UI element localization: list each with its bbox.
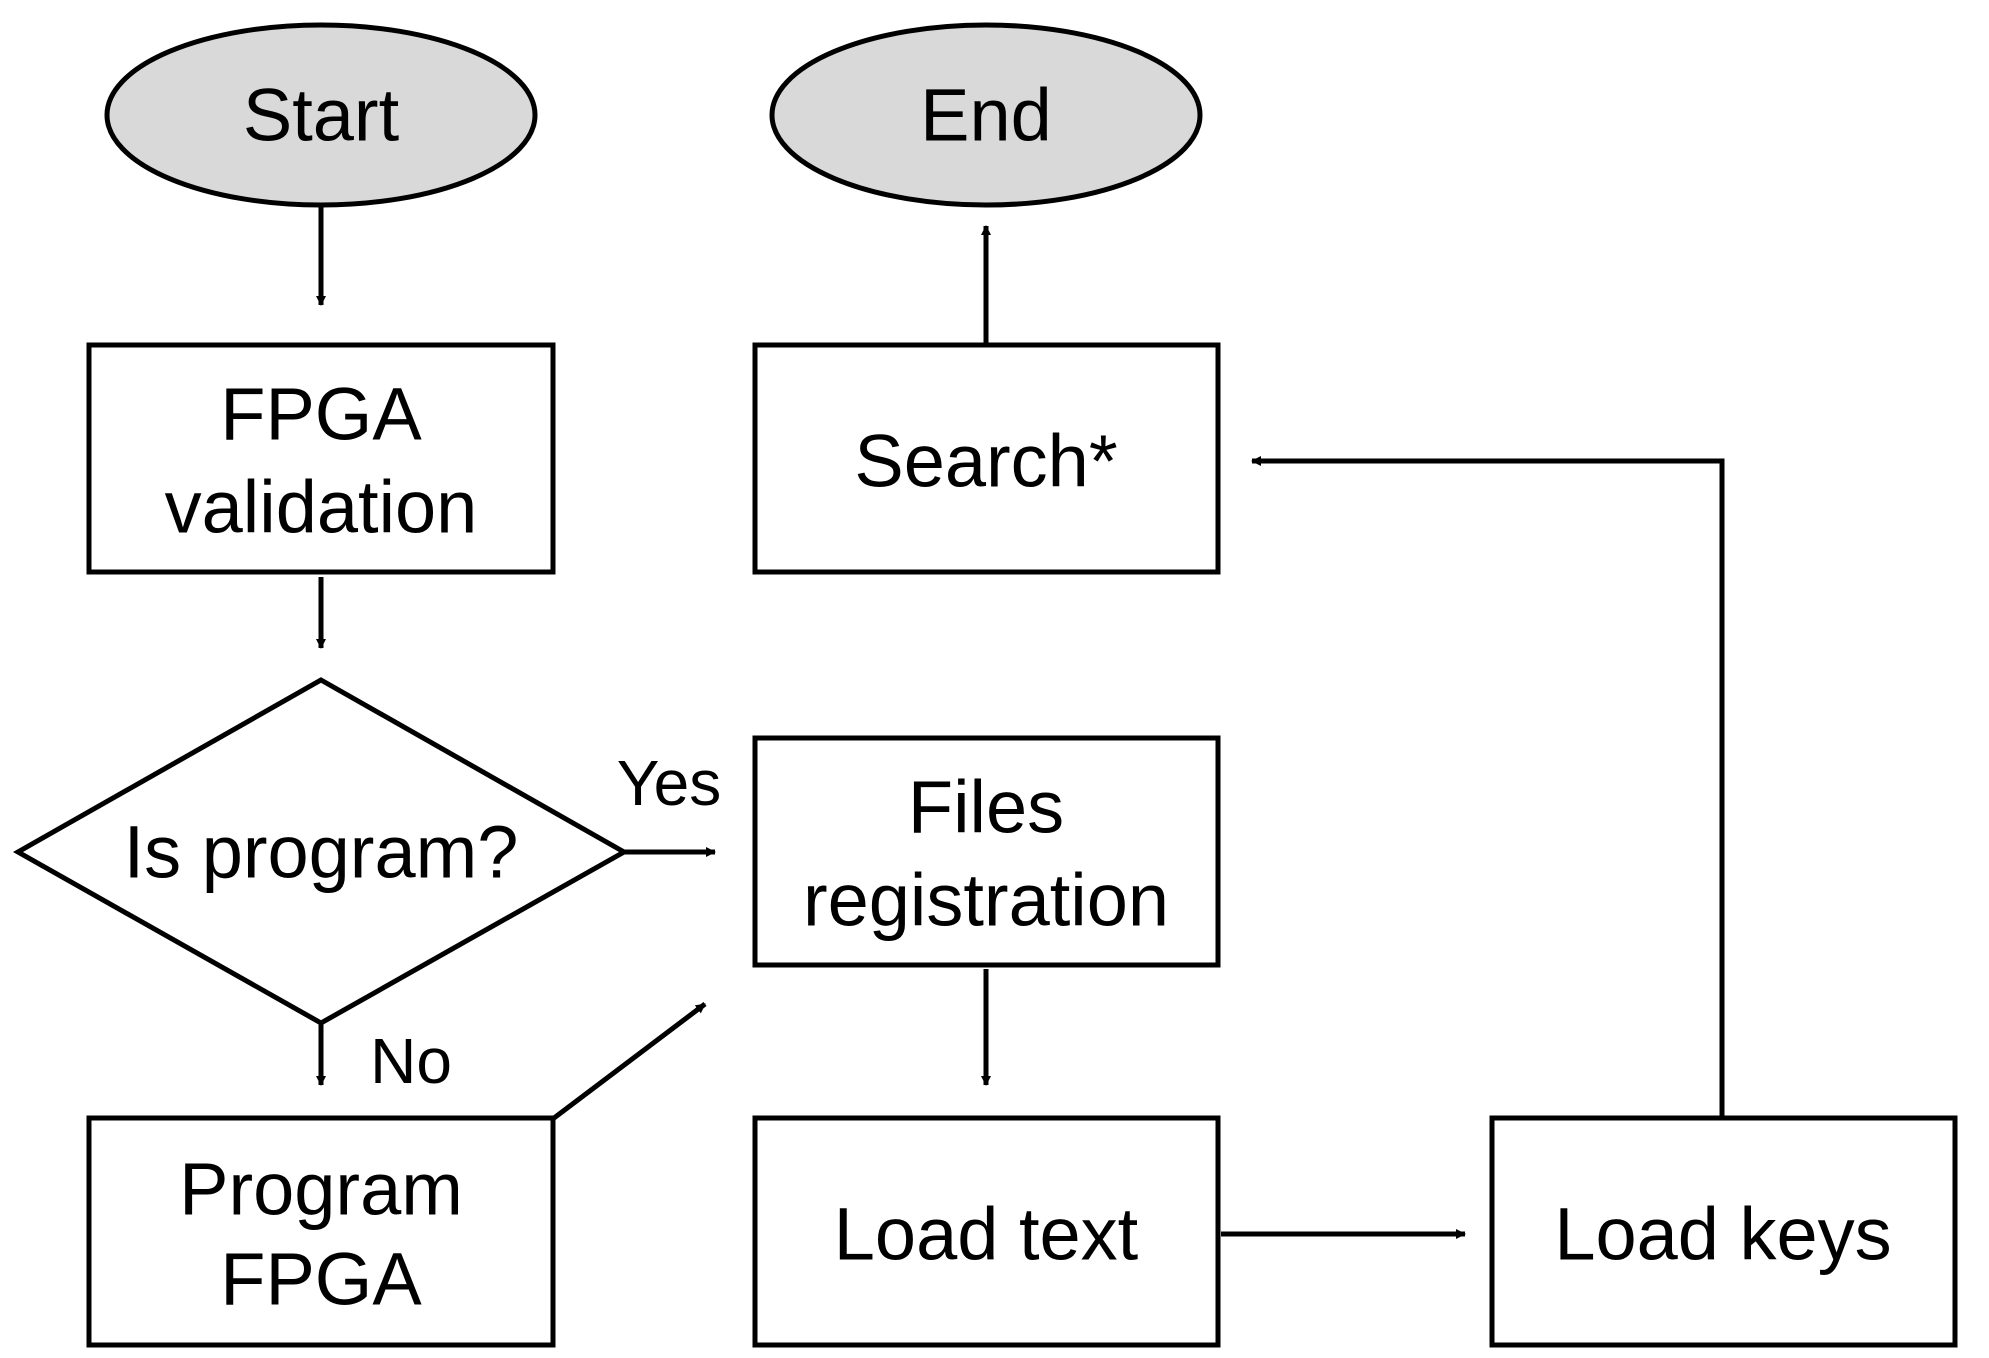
- files-registration-box: [752, 735, 1221, 968]
- edge-label-yes: Yes: [617, 747, 721, 819]
- files-registration-label-line-2: registration: [803, 859, 1169, 942]
- edge-load-keys-to-search: [1251, 456, 1725, 1118]
- node-files-registration: Files registration: [752, 735, 1221, 968]
- fpga-validation-label-line-1: FPGA: [220, 373, 422, 456]
- start-label: Start: [243, 74, 400, 157]
- is-program-decision-shape: [12, 677, 630, 1026]
- fpga-validation-box: [86, 342, 556, 575]
- edge-program-fpga-to-files-registration: [552, 1002, 707, 1120]
- node-is-program: Is program?: [12, 677, 630, 1026]
- program-fpga-label-line-1: Program: [179, 1148, 463, 1231]
- edges: [316, 206, 1725, 1239]
- load-keys-box: [1489, 1115, 1958, 1348]
- fpga-validation-label-line-2: validation: [165, 466, 478, 549]
- program-fpga-box: [86, 1115, 556, 1348]
- start-terminal-shape: [104, 22, 538, 208]
- search-box: [752, 342, 1221, 575]
- node-end: End: [769, 22, 1203, 208]
- program-fpga-label-line-2: FPGA: [220, 1238, 422, 1321]
- end-label: End: [920, 74, 1052, 157]
- search-label: Search*: [854, 420, 1117, 503]
- end-terminal-shape: [769, 22, 1203, 208]
- load-text-label: Load text: [834, 1193, 1139, 1276]
- is-program-label: Is program?: [124, 811, 519, 894]
- node-search: Search*: [752, 342, 1221, 575]
- edge-label-no: No: [370, 1025, 452, 1097]
- node-program-fpga: Program FPGA: [86, 1115, 556, 1348]
- node-load-keys: Load keys: [1489, 1115, 1958, 1348]
- node-start: Start: [104, 22, 538, 208]
- node-fpga-validation: FPGA validation: [86, 342, 556, 575]
- load-text-box: [752, 1115, 1221, 1348]
- node-load-text: Load text: [752, 1115, 1221, 1348]
- load-keys-label: Load keys: [1554, 1193, 1891, 1276]
- files-registration-label-line-1: Files: [908, 766, 1064, 849]
